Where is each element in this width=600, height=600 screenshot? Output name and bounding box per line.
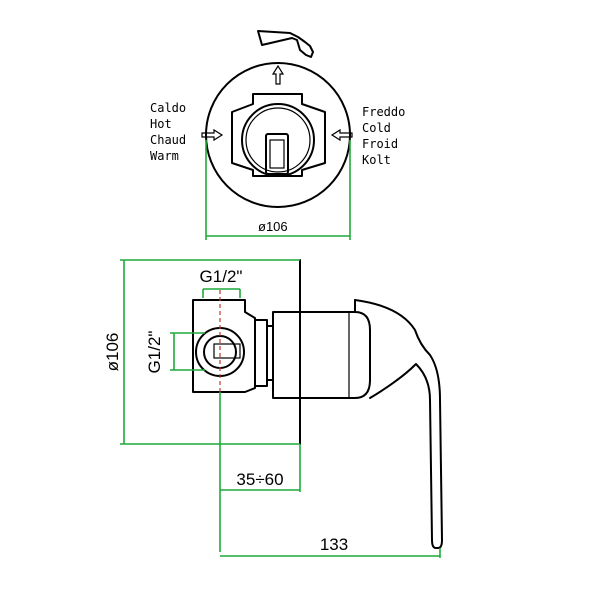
inlet-arrow-left-icon xyxy=(201,128,224,142)
hot-label-1: Hot xyxy=(150,117,172,131)
thread-side-label: G1/2" xyxy=(145,331,164,374)
trim-cover-side xyxy=(272,311,371,399)
depth-range-label: 35÷60 xyxy=(236,470,283,489)
cold-label-2: Froid xyxy=(362,137,398,151)
top-diameter-label: ø106 xyxy=(258,219,288,234)
shower-head-icon xyxy=(257,30,314,58)
thread-top-dimension: G1/2" xyxy=(200,267,243,298)
hot-label-2: Chaud xyxy=(150,133,186,147)
depth-range-dimension: 35÷60 xyxy=(219,392,301,552)
cover-plate-circle xyxy=(205,62,351,208)
side-diameter-label: ø106 xyxy=(103,333,122,372)
top-diameter-dimension: ø106 xyxy=(205,140,351,240)
hot-label-0: Caldo xyxy=(150,101,186,115)
overall-length-label: 133 xyxy=(320,535,348,554)
cold-label-group: Freddo Cold Froid Kolt xyxy=(362,105,405,167)
cold-label-1: Cold xyxy=(362,121,391,135)
thread-top-label: G1/2" xyxy=(200,267,243,286)
overall-length-dimension: 133 xyxy=(220,535,441,558)
hot-label-group: Caldo Hot Chaud Warm xyxy=(150,101,186,163)
cold-label-0: Freddo xyxy=(362,105,405,119)
side-diameter-dimension: ø106 xyxy=(103,259,300,445)
valve-body-side xyxy=(192,299,274,393)
valve-body-top xyxy=(231,93,326,177)
inlet-arrow-right-icon xyxy=(330,128,353,142)
handle-lever xyxy=(354,299,443,549)
thread-side-dimension: G1/2" xyxy=(145,331,205,374)
outlet-arrow-up-icon xyxy=(271,64,285,85)
cold-label-3: Kolt xyxy=(362,153,391,167)
hot-label-3: Warm xyxy=(150,149,179,163)
